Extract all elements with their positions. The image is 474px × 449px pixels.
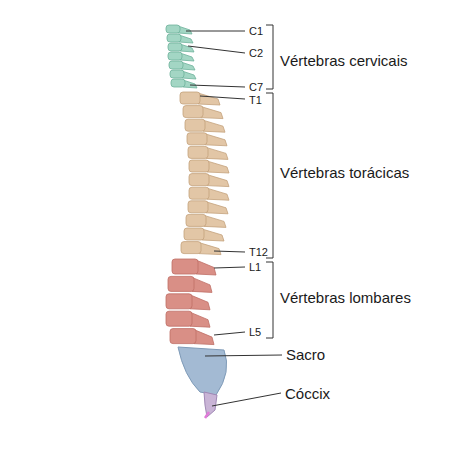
spinous-process [201, 107, 223, 119]
thoracic-vertebra [188, 201, 208, 213]
thoracic-vertebra [188, 146, 208, 158]
vertebra-label: C2 [249, 48, 263, 59]
region-bracket [266, 262, 273, 338]
vertebra-label: C7 [249, 82, 263, 93]
spinous-process [194, 330, 214, 345]
region-bracket [266, 25, 273, 89]
leader-line [212, 393, 281, 406]
vertebra-label: C1 [249, 26, 263, 37]
region-label: Vértebras lombares [280, 290, 411, 305]
lumbar-vertebra [172, 259, 198, 274]
thoracic-vertebra [184, 228, 204, 240]
cervical-vertebra [168, 52, 182, 60]
spinous-process [207, 175, 229, 187]
spinous-process [190, 295, 210, 310]
thoracic-vertebra [189, 160, 209, 172]
leader-line [205, 355, 282, 356]
leader-line [214, 251, 245, 252]
spinous-process [202, 229, 224, 241]
thoracic-vertebra [189, 187, 209, 199]
thoracic-vertebra [186, 214, 206, 226]
lumbar-vertebra [168, 276, 194, 291]
cervical-vertebra [166, 25, 180, 33]
cervical-vertebra [169, 61, 183, 69]
spinous-process [204, 215, 226, 227]
vertebra-group [166, 25, 229, 345]
cervical-vertebra [171, 79, 185, 87]
leader-line [214, 332, 245, 335]
lumbar-vertebra [166, 294, 192, 309]
coccyx-shape [204, 392, 217, 417]
leader-line [188, 46, 245, 53]
thoracic-vertebra [181, 242, 201, 254]
thoracic-vertebra [183, 106, 203, 118]
cervical-vertebra [167, 34, 181, 42]
spinous-process [206, 147, 228, 159]
thoracic-vertebra [187, 133, 207, 145]
thoracic-vertebra [189, 174, 209, 186]
leader-line [190, 85, 245, 87]
spinous-process [207, 188, 229, 200]
thoracic-vertebra [185, 119, 205, 131]
vertebra-label: L1 [249, 262, 261, 273]
cervical-vertebra [170, 70, 184, 78]
region-label: Vértebras cervicais [280, 53, 408, 68]
cervical-vertebra [168, 43, 182, 51]
sacrum-shape [178, 347, 227, 395]
leader-line [186, 31, 245, 32]
lumbar-vertebra [166, 311, 192, 326]
coccyx-tip [205, 412, 209, 418]
spinous-process [206, 202, 228, 214]
region-label: Cóccix [285, 386, 330, 401]
spinous-process [203, 120, 225, 132]
vertebra-label: T12 [249, 247, 268, 258]
vertebra-label: L5 [249, 327, 261, 338]
region-label: Vértebras torácicas [280, 165, 409, 180]
spinous-process [196, 260, 216, 275]
leader-line [200, 96, 245, 99]
spinous-process [207, 161, 229, 173]
leader-line [214, 267, 245, 268]
region-label: Sacro [286, 347, 325, 362]
lumbar-vertebra [170, 329, 196, 344]
spinous-process [192, 277, 212, 292]
spinous-process [190, 312, 210, 327]
spinous-process [205, 134, 227, 146]
vertebra-label: T1 [249, 95, 262, 106]
spinous-process [198, 93, 220, 105]
region-bracket [266, 93, 273, 258]
spinous-process [199, 243, 221, 255]
thoracic-vertebra [180, 92, 200, 104]
